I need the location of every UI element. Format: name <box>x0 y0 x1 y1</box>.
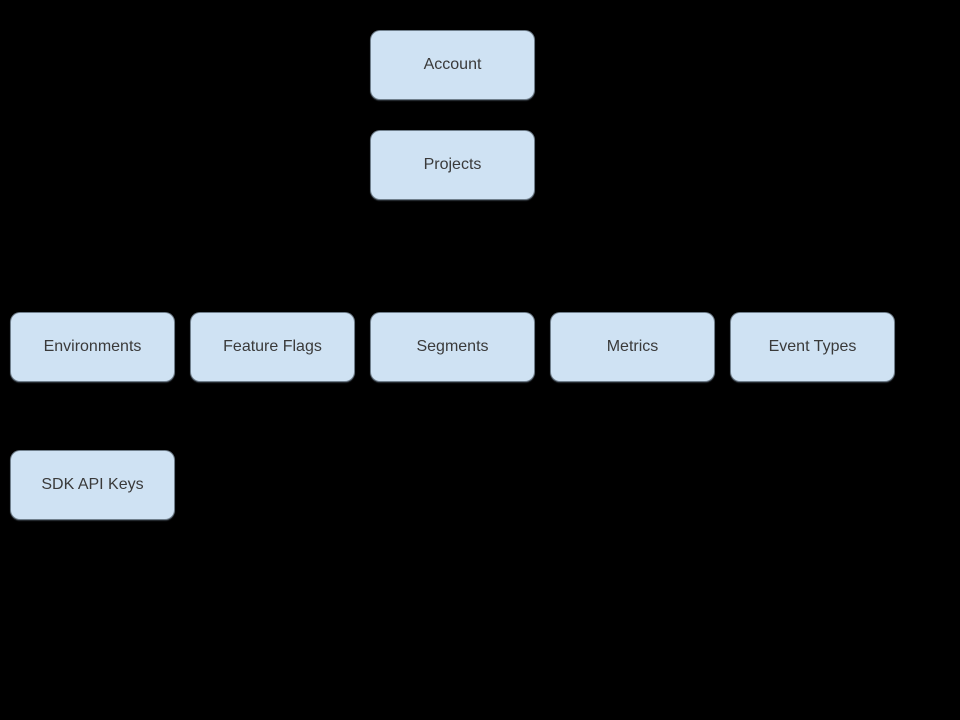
node-feature-flags-label: Feature Flags <box>223 338 322 355</box>
node-event-types-label: Event Types <box>768 338 857 355</box>
node-metrics: Metrics <box>550 312 715 382</box>
node-segments: Segments <box>370 312 535 382</box>
node-sdk-api-keys-label: SDK API Keys <box>41 476 144 493</box>
node-segments-label: Segments <box>416 338 489 355</box>
node-environments: Environments <box>10 312 175 382</box>
node-metrics-label: Metrics <box>606 338 659 355</box>
node-event-types: Event Types <box>730 312 895 382</box>
node-environments-label: Environments <box>43 338 142 355</box>
node-account: Account <box>370 30 535 100</box>
node-account-label: Account <box>423 56 482 73</box>
node-projects: Projects <box>370 130 535 200</box>
node-sdk-api-keys: SDK API Keys <box>10 450 175 520</box>
node-feature-flags: Feature Flags <box>190 312 355 382</box>
node-projects-label: Projects <box>423 156 482 173</box>
